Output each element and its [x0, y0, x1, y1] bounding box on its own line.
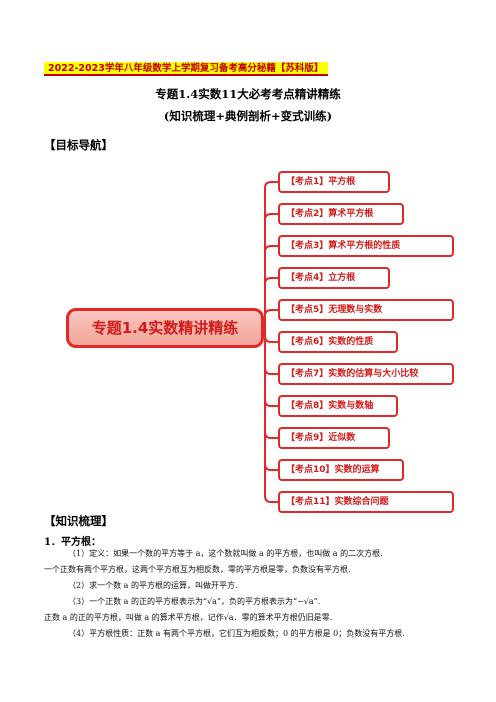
document-title: 专题1.4实数11大必考考点精讲精练 — [155, 87, 341, 101]
knowledge-line-6: （4）平方根性质：正数 a 有两个平方根，它们互为相反数；0 的平方根是 0；负… — [68, 629, 405, 638]
mindmap-node-6: 【考点6】实数的性质 — [278, 331, 398, 353]
section-heading-target: 【目标导航】 — [44, 138, 113, 152]
connector-branch-8 — [264, 399, 278, 407]
mindmap-center-node: 专题1.4实数精讲精练 — [66, 308, 264, 348]
document-subtitle: (知识梳理+典例剖析+变式训练) — [163, 109, 333, 123]
mindmap-node-2: 【考点2】算术平方根 — [278, 203, 404, 225]
series-banner: 2022-2023学年八年级数学上学期复习备考高分秘籍【苏科版】 — [44, 62, 328, 76]
knowledge-line-5: 正数 a 的正的平方根，叫做 a 的算术平方根，记作√a．零的算术平方根仍旧是零… — [44, 613, 333, 622]
mindmap-node-11: 【考点11】实数综合问题 — [278, 491, 454, 513]
connector-branch-7 — [264, 367, 278, 375]
mindmap-node-7: 【考点7】实数的估算与大小比较 — [278, 363, 454, 385]
connector-branch-2 — [264, 213, 278, 221]
connector-branch-5 — [264, 309, 278, 317]
mindmap-node-1: 【考点1】平方根 — [278, 171, 390, 193]
connector-branch-10 — [264, 463, 278, 471]
mindmap-node-9: 【考点9】近似数 — [278, 427, 390, 449]
connector-branch-4 — [264, 277, 278, 285]
knowledge-line-3: （2）求一个数 a 的平方根的运算，叫做开平方. — [68, 581, 238, 590]
mindmap-node-4: 【考点4】立方根 — [278, 267, 390, 289]
section-heading-knowledge: 【知识梳理】 — [44, 514, 113, 528]
knowledge-line-2: 一个正数有两个平方根，这两个平方根互为相反数，零的平方根是零，负数没有平方根. — [44, 565, 351, 574]
knowledge-line-1: （1）定义：如果一个数的平方等于 a，这个数就叫做 a 的平方根，也叫做 a 的… — [68, 549, 383, 558]
connector-branch-1 — [264, 181, 278, 189]
connector-branch-6 — [264, 335, 278, 343]
mindmap-node-3: 【考点3】算术平方根的性质 — [278, 235, 454, 257]
mindmap-node-10: 【考点10】实数的运算 — [278, 459, 404, 481]
connector-branch-3 — [264, 245, 278, 253]
connector-branch-11 — [264, 495, 278, 503]
mindmap-node-8: 【考点8】实数与数轴 — [278, 395, 398, 417]
knowledge-line-4: （3）一个正数 a 的正的平方根表示为“√a”，负的平方根表示为“−√a”. — [68, 597, 321, 606]
connector-branch-9 — [264, 431, 278, 439]
knowledge-heading-square-root: 1．平方根： — [44, 537, 101, 548]
mindmap-node-5: 【考点5】无理数与实数 — [278, 299, 454, 321]
